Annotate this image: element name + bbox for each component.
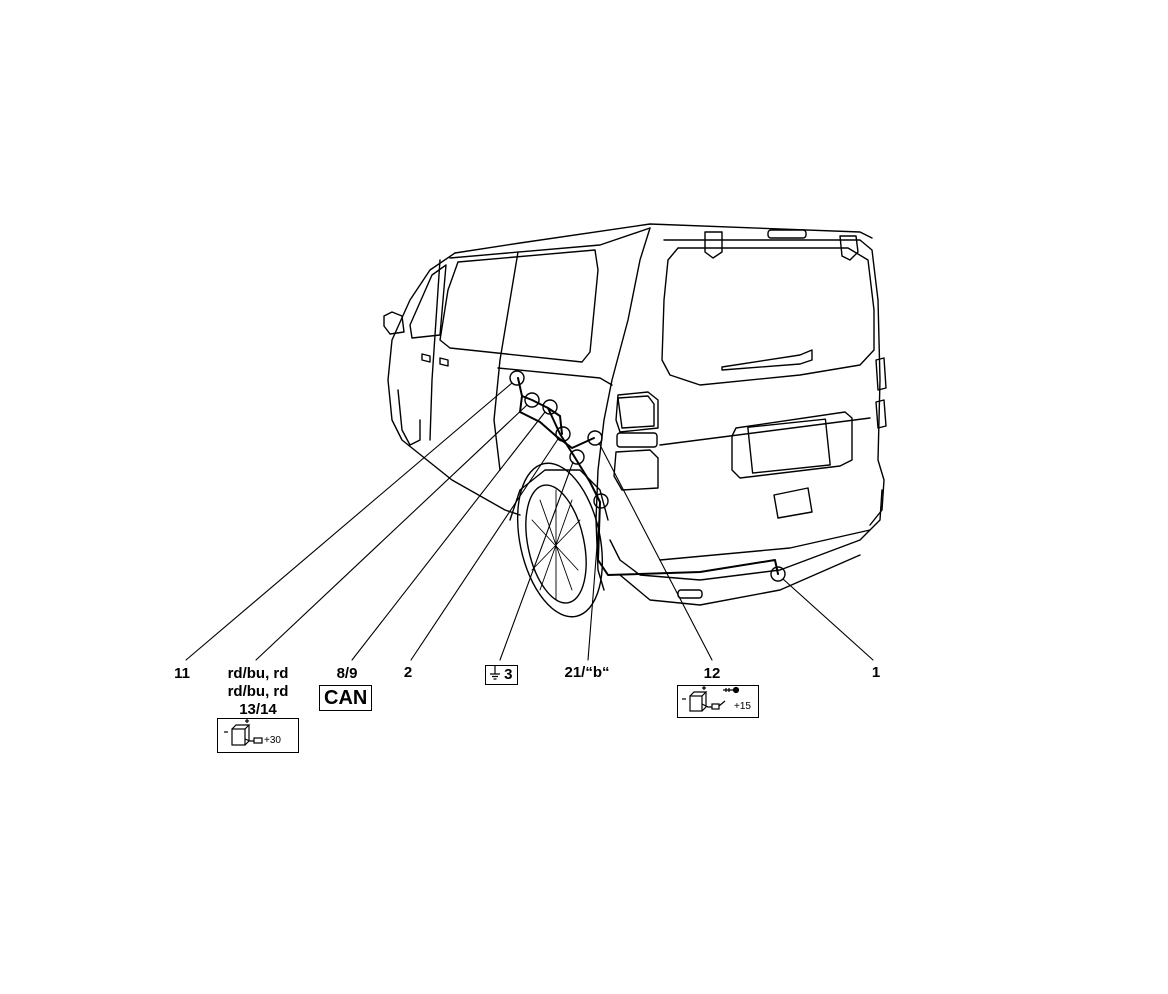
van-rear-corner xyxy=(595,227,651,591)
connector-21 xyxy=(593,493,609,509)
battery-ignition-box: +15 xyxy=(677,685,759,718)
leader-2 xyxy=(410,438,559,661)
tail-light-lower xyxy=(613,449,659,491)
connector-1 xyxy=(770,566,786,582)
battery-icon xyxy=(224,719,263,746)
callout-wire-colors-2: rd/bu, rd xyxy=(227,683,289,700)
connector-2 xyxy=(555,426,571,442)
terminal-15-label: +15 xyxy=(734,701,751,712)
callout-1: 1 xyxy=(871,664,881,681)
battery-permanent-box: +30 xyxy=(217,718,299,753)
leader-21 xyxy=(587,507,601,661)
callout-13-14: 13/14 xyxy=(239,701,277,718)
rear-handle xyxy=(773,487,813,519)
rear-wiper xyxy=(721,349,813,371)
can-bus-badge: CAN xyxy=(319,685,373,711)
terminal-30-label: +30 xyxy=(264,735,281,746)
ground-number: 3 xyxy=(504,666,513,683)
callout-12: 12 xyxy=(703,665,721,682)
callout-wire-colors-1: rd/bu, rd xyxy=(227,665,289,682)
wiring-harness xyxy=(517,377,779,576)
side-mirror xyxy=(383,311,405,335)
connector-8-9 xyxy=(542,399,558,415)
rear-window xyxy=(661,247,875,386)
side-window xyxy=(439,249,599,363)
rear-bumper xyxy=(609,489,883,581)
connector-3 xyxy=(569,449,585,465)
leader-1 xyxy=(782,578,874,661)
battery-key-icon xyxy=(682,686,740,712)
front-window xyxy=(409,264,447,339)
connector-rdbu xyxy=(524,392,540,408)
front-wheel xyxy=(397,389,421,446)
callout-21-b: 21/“b“ xyxy=(564,664,610,681)
van-roof xyxy=(454,223,873,254)
van-rear-panel xyxy=(663,239,885,526)
callout-2: 2 xyxy=(403,664,413,681)
leader-rdbu xyxy=(255,404,528,661)
callout-11: 11 xyxy=(174,665,190,682)
callout-8-9: 8/9 xyxy=(336,665,358,682)
van-side-top xyxy=(449,227,651,259)
connector-12 xyxy=(587,430,603,446)
ground-icon xyxy=(490,666,500,680)
connector-11 xyxy=(509,370,525,386)
leader-11 xyxy=(185,382,513,661)
leader-3 xyxy=(499,461,574,661)
leader-12 xyxy=(598,442,713,661)
leader-8-9 xyxy=(351,411,546,661)
van-front-outline xyxy=(387,252,521,516)
tail-light-upper xyxy=(615,391,659,433)
plate-recess xyxy=(731,411,853,479)
ground-box: 3 xyxy=(485,665,518,685)
